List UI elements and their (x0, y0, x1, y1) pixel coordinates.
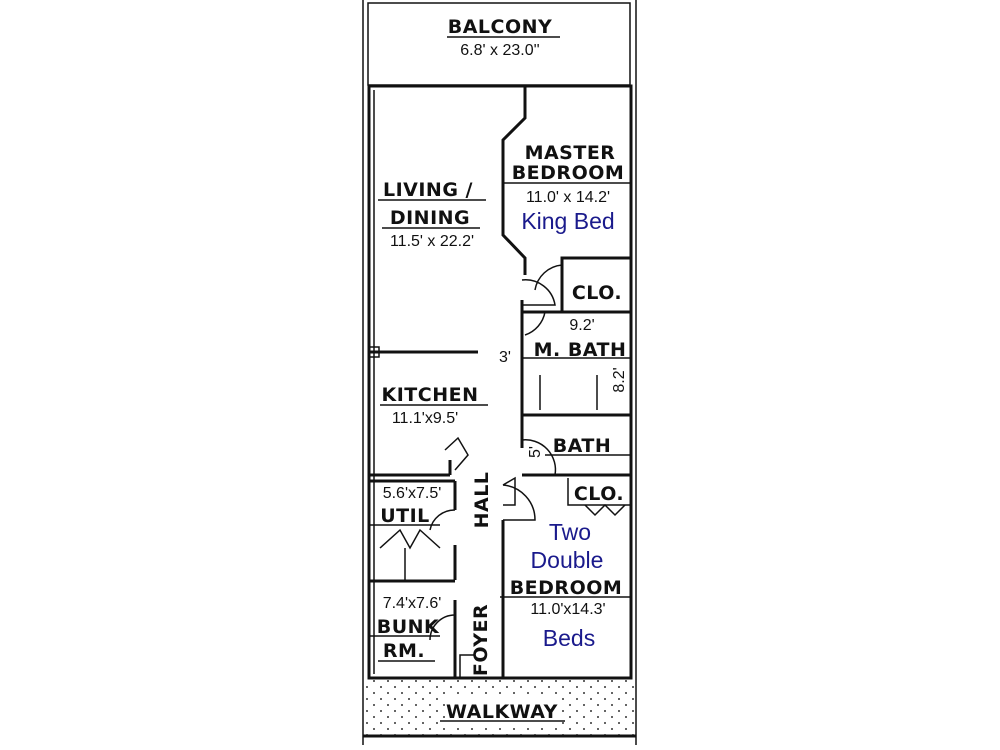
living-label: LIVING / (383, 179, 473, 201)
bath-label: BATH (553, 435, 612, 457)
hall-label: HALL (471, 472, 493, 529)
hall-width: 3' (499, 349, 511, 366)
master-size: 11.0' x 14.2' (526, 189, 610, 206)
bunk-size: 7.4'x7.6' (383, 595, 442, 612)
second-bedroom-size: 11.0'x14.3' (530, 601, 605, 618)
master-bed-type: King Bed (521, 208, 614, 234)
second-bed-line1: Two (549, 519, 591, 545)
util-size: 5.6'x7.5' (383, 485, 442, 502)
master-label-1: MASTER (525, 142, 616, 164)
balcony-label: BALCONY (448, 16, 553, 38)
second-bedroom-label: BEDROOM (510, 577, 623, 599)
walkway-label: WALKWAY (446, 701, 558, 723)
master-closet-label: CLO. (572, 282, 622, 304)
bunk-label-1: BUNK (377, 616, 440, 638)
foyer-label: FOYER (470, 604, 492, 676)
second-bed-line2: Double (531, 547, 604, 573)
walkway: WALKWAY (363, 680, 636, 738)
balcony-size: 6.8' x 23.0'' (460, 42, 539, 59)
living-dining-room: LIVING / DINING 11.5' x 22.2' (378, 179, 486, 250)
bunk-label-2: RM. (383, 640, 425, 662)
bath-dim: 5' (527, 446, 544, 458)
second-bedroom: Two Double BEDROOM 11.0'x14.3' Beds (510, 519, 623, 651)
walls (367, 84, 633, 680)
living-size: 11.5' x 22.2' (390, 233, 474, 250)
second-bed-line3: Beds (543, 625, 595, 651)
balcony: BALCONY 6.8' x 23.0'' (367, 2, 631, 86)
second-closet-label: CLO. (574, 483, 624, 505)
master-label-2: BEDROOM (512, 162, 625, 184)
master-bath-width: 9.2' (569, 317, 594, 334)
kitchen-label: KITCHEN (382, 384, 479, 406)
util-label: UTIL (380, 505, 430, 527)
dining-label: DINING (390, 207, 470, 229)
master-bedroom: MASTER BEDROOM 11.0' x 14.2' King Bed (512, 142, 625, 234)
master-bath-depth: 8.2' (611, 367, 628, 392)
master-bath-label: M. BATH (534, 339, 627, 361)
kitchen-size: 11.1'x9.5' (392, 410, 458, 427)
